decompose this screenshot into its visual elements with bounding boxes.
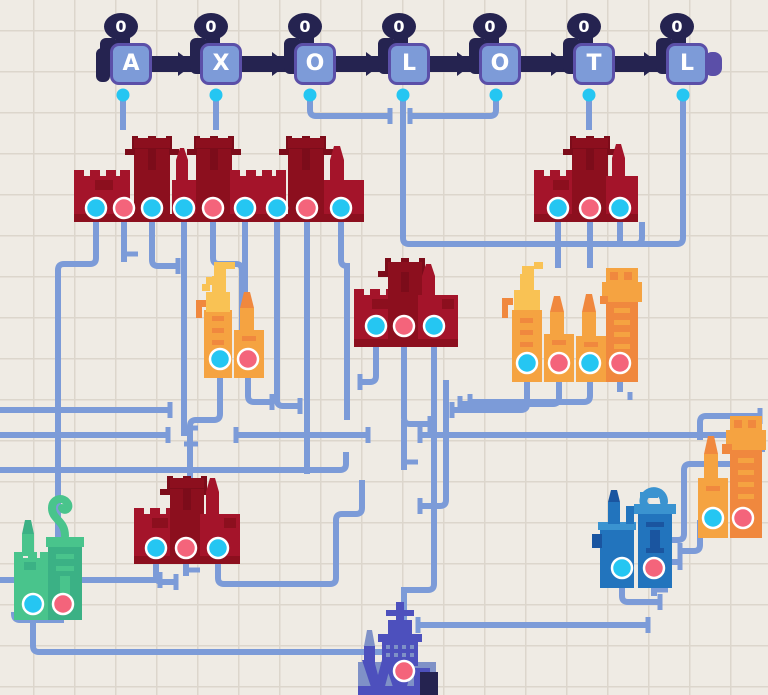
letter-tile-char: L xyxy=(679,51,695,76)
port-cyan[interactable] xyxy=(422,314,446,338)
letter-score-badge: 0 xyxy=(660,13,694,40)
port-cyan[interactable] xyxy=(140,196,164,220)
port-pink[interactable] xyxy=(295,196,319,220)
port-pink[interactable] xyxy=(608,351,632,375)
letter-tile-o1[interactable]: O xyxy=(294,43,336,85)
port-cyan[interactable] xyxy=(329,196,353,220)
letter-tile-char: X xyxy=(212,51,230,76)
port-cyan[interactable] xyxy=(208,347,232,371)
port-pink[interactable] xyxy=(547,351,571,375)
port-cyan[interactable] xyxy=(610,556,634,580)
port-cyan[interactable] xyxy=(233,196,257,220)
port-pink[interactable] xyxy=(174,536,198,560)
word-chain[interactable]: 0 A 0 X 0 O 0 L 0 O 0 T 0 L xyxy=(0,0,768,110)
letter-tile-o2[interactable]: O xyxy=(479,43,521,85)
letter-tile-char: O xyxy=(305,51,325,76)
letter-score-value: 0 xyxy=(205,17,217,36)
port-pink[interactable] xyxy=(236,347,260,371)
port-pink[interactable] xyxy=(578,196,602,220)
port-pink[interactable] xyxy=(731,506,755,530)
letter-score-badge: 0 xyxy=(473,13,507,40)
port-cyan[interactable] xyxy=(206,536,230,560)
port-pink[interactable] xyxy=(392,314,416,338)
letter-tile-char: A xyxy=(122,51,140,76)
port-cyan[interactable] xyxy=(265,196,289,220)
port-cyan[interactable] xyxy=(546,196,570,220)
port-pink[interactable] xyxy=(392,659,416,683)
letter-score-value: 0 xyxy=(484,17,496,36)
letter-tile-l2[interactable]: L xyxy=(666,43,708,85)
letter-tile-char: L xyxy=(401,51,417,76)
letter-tile-char: O xyxy=(490,51,510,76)
letter-tile-char: T xyxy=(586,51,602,76)
port-pink[interactable] xyxy=(112,196,136,220)
port-cyan[interactable] xyxy=(172,196,196,220)
ports-group[interactable] xyxy=(21,196,755,683)
letter-tile-x[interactable]: X xyxy=(200,43,242,85)
port-cyan[interactable] xyxy=(364,314,388,338)
letter-score-value: 0 xyxy=(671,17,683,36)
port-cyan[interactable] xyxy=(701,506,725,530)
letter-score-badge: 0 xyxy=(104,13,138,40)
letter-score-value: 0 xyxy=(299,17,311,36)
port-cyan[interactable] xyxy=(21,592,45,616)
port-pink[interactable] xyxy=(201,196,225,220)
letter-score-value: 0 xyxy=(115,17,127,36)
letter-score-badge: 0 xyxy=(382,13,416,40)
letter-tile-a[interactable]: A xyxy=(110,43,152,85)
port-cyan[interactable] xyxy=(578,351,602,375)
port-pink[interactable] xyxy=(642,556,666,580)
letter-score-value: 0 xyxy=(578,17,590,36)
letter-score-badge: 0 xyxy=(567,13,601,40)
letter-score-badge: 0 xyxy=(194,13,228,40)
port-cyan[interactable] xyxy=(608,196,632,220)
port-cyan[interactable] xyxy=(515,351,539,375)
port-cyan[interactable] xyxy=(84,196,108,220)
letter-tile-l1[interactable]: L xyxy=(388,43,430,85)
letter-score-badge: 0 xyxy=(288,13,322,40)
letter-score-value: 0 xyxy=(393,17,405,36)
port-cyan[interactable] xyxy=(144,536,168,560)
letter-tile-t[interactable]: T xyxy=(573,43,615,85)
port-pink[interactable] xyxy=(51,592,75,616)
